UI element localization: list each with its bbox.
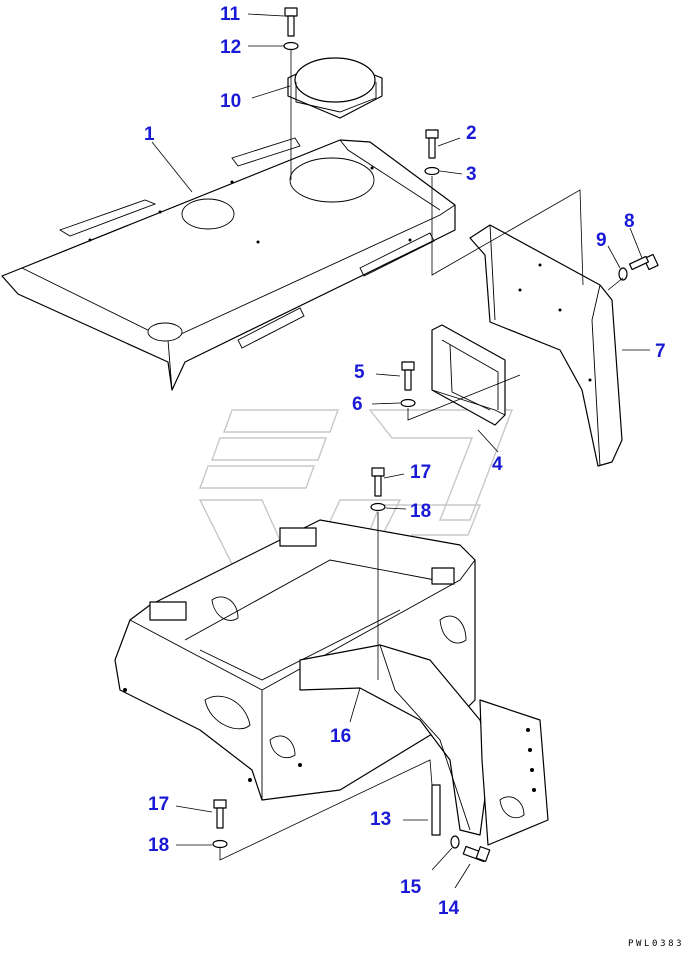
frame-mount-left	[149, 601, 187, 621]
callout-18-upper: 18	[410, 501, 431, 522]
bolt-11	[284, 7, 298, 37]
callout-8: 8	[624, 211, 635, 232]
callout-1: 1	[144, 124, 155, 145]
callout-10: 10	[220, 91, 241, 112]
callout-3: 3	[466, 164, 477, 185]
bracket	[431, 324, 506, 426]
drawing-code: PWL0383	[628, 939, 684, 949]
bolt-14	[462, 845, 491, 863]
washer-18-lower	[212, 839, 228, 849]
assembly-lines	[219, 50, 624, 861]
bolt-2	[425, 129, 439, 159]
callout-4: 4	[492, 454, 503, 475]
callout-7: 7	[655, 341, 666, 362]
bolt-8	[628, 253, 659, 271]
washer-18-upper	[370, 502, 386, 512]
strap	[431, 784, 441, 836]
callout-2: 2	[466, 123, 477, 144]
rear-mount-plate	[479, 699, 549, 846]
cover-plate	[1, 137, 456, 391]
callout-17-upper: 17	[410, 462, 431, 483]
washer-3	[424, 166, 440, 176]
callout-16: 16	[330, 726, 351, 747]
bolt-5	[401, 361, 415, 391]
frame-mount-center	[279, 527, 317, 547]
callout-17-lower: 17	[148, 794, 169, 815]
callout-leaders	[151, 13, 650, 889]
frame-mount-right	[431, 567, 455, 585]
callout-5: 5	[354, 362, 365, 383]
callout-6: 6	[352, 394, 363, 415]
fan-cap	[287, 57, 383, 119]
callout-18-lower: 18	[148, 835, 169, 856]
callout-labels: 1 2 3 4 5 6 7 8 9 10 11 12 13 14 15 16 1…	[144, 4, 666, 919]
side-panel	[469, 224, 623, 467]
bolt-17-upper	[371, 467, 385, 497]
callout-9: 9	[596, 230, 607, 251]
callout-11: 11	[220, 4, 241, 25]
fender-arch	[299, 644, 549, 846]
washer-9	[618, 267, 628, 281]
callout-15: 15	[400, 877, 422, 898]
callout-12: 12	[220, 37, 241, 58]
washer-12	[283, 41, 299, 51]
callout-14: 14	[438, 898, 460, 919]
cover-opening	[181, 198, 235, 230]
callout-13: 13	[370, 809, 391, 830]
washer-15	[450, 835, 460, 849]
bolt-17-lower	[213, 799, 227, 829]
fan-opening	[289, 157, 375, 203]
washer-6	[400, 398, 416, 408]
cover-hole	[147, 322, 183, 342]
